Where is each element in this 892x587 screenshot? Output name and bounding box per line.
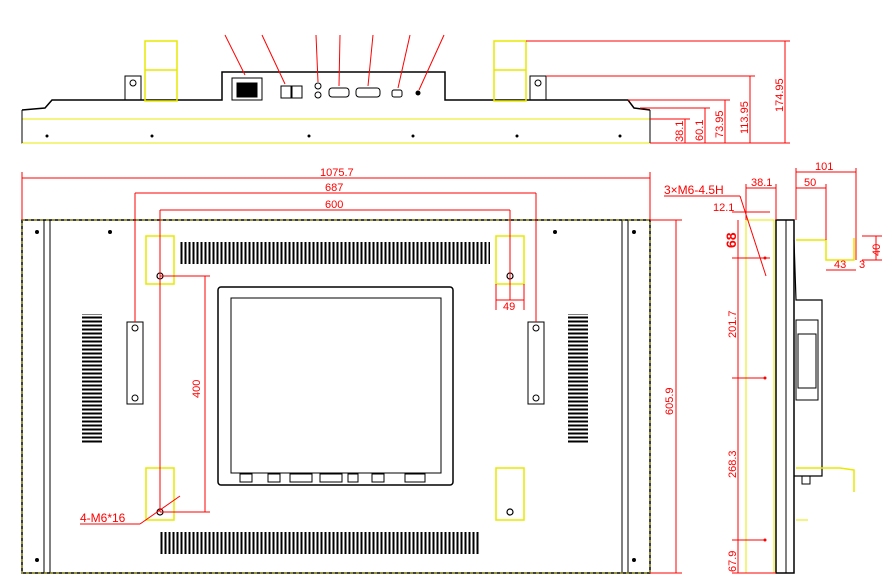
front-view-dimension-lines — [21, 172, 682, 574]
side-view-dimension-lines — [664, 168, 882, 574]
dim-73-95: 73.95 — [714, 110, 726, 138]
front-view-handle-right — [527, 321, 545, 405]
dim-113-95: 113.95 — [739, 101, 751, 134]
side-view-control-box — [795, 319, 819, 401]
dim-60-1: 60.1 — [694, 120, 706, 141]
dim-687: 687 — [325, 182, 343, 194]
top-view-bracket-right — [493, 40, 527, 102]
dim-50: 50 — [804, 177, 816, 189]
dim-12-1: 12.1 — [713, 202, 734, 214]
top-view-leaders — [224, 34, 445, 91]
top-view-body-outline — [21, 71, 651, 111]
front-view: 1075.7 687 600 49 400 605.9 4-M6*16 — [21, 167, 682, 574]
side-view-body — [793, 239, 823, 477]
side-view-top-bracket — [796, 238, 855, 261]
side-view-dim-dots — [763, 256, 767, 542]
dim-268-3: 268.3 — [727, 450, 739, 478]
front-view-vesa-holes — [156, 272, 514, 516]
dim-43: 43 — [834, 259, 846, 271]
side-view-bezel — [775, 219, 795, 574]
top-view: 174.95 113.95 73.95 60.1 38.1 — [21, 34, 790, 144]
top-view-bezel — [21, 118, 651, 144]
front-view-control-connectors — [239, 473, 426, 483]
top-view-screw-dots — [45, 134, 622, 138]
front-view-vesa-brackets — [145, 235, 525, 521]
top-view-connectors — [231, 77, 421, 101]
dim-605-9: 605.9 — [664, 387, 676, 415]
front-view-control-box-outer — [217, 286, 454, 486]
dim-1075-7: 1075.7 — [320, 167, 354, 179]
front-view-vent-left — [82, 314, 102, 444]
dim-3: 3 — [859, 259, 865, 271]
side-view-glass — [745, 219, 775, 574]
front-view-corner-screws — [35, 230, 636, 562]
dim-600: 600 — [325, 199, 343, 211]
top-view-dimension-lines — [526, 40, 790, 144]
dim-49: 49 — [503, 301, 515, 313]
dim-201-7: 201.7 — [727, 310, 739, 338]
dim-38-1-side: 38.1 — [751, 177, 772, 189]
dim-174-95: 174.95 — [774, 78, 786, 112]
dim-67-9: 67.9 — [727, 551, 739, 572]
note-hole-spec: 3×M6-4.5H — [664, 183, 724, 197]
front-view-vent-right — [568, 314, 588, 444]
side-view: 101 50 40 43 3 38.1 12.1 68 201.7 268.3 … — [664, 161, 883, 574]
front-view-vent-top — [180, 242, 490, 264]
side-view-bottom-bracket — [796, 467, 855, 492]
dim-38-1: 38.1 — [674, 121, 686, 142]
dim-68: 68 — [723, 232, 739, 248]
top-view-hooks — [124, 75, 547, 101]
dim-400: 400 — [191, 380, 203, 398]
dim-40: 40 — [871, 244, 883, 256]
front-view-vent-bottom — [160, 532, 480, 554]
top-view-bracket-left — [144, 40, 178, 102]
dim-101: 101 — [815, 161, 833, 173]
front-view-handle-left — [126, 321, 144, 405]
note-screw-spec: 4-M6*16 — [80, 511, 126, 525]
front-view-control-box-inner — [230, 297, 442, 474]
